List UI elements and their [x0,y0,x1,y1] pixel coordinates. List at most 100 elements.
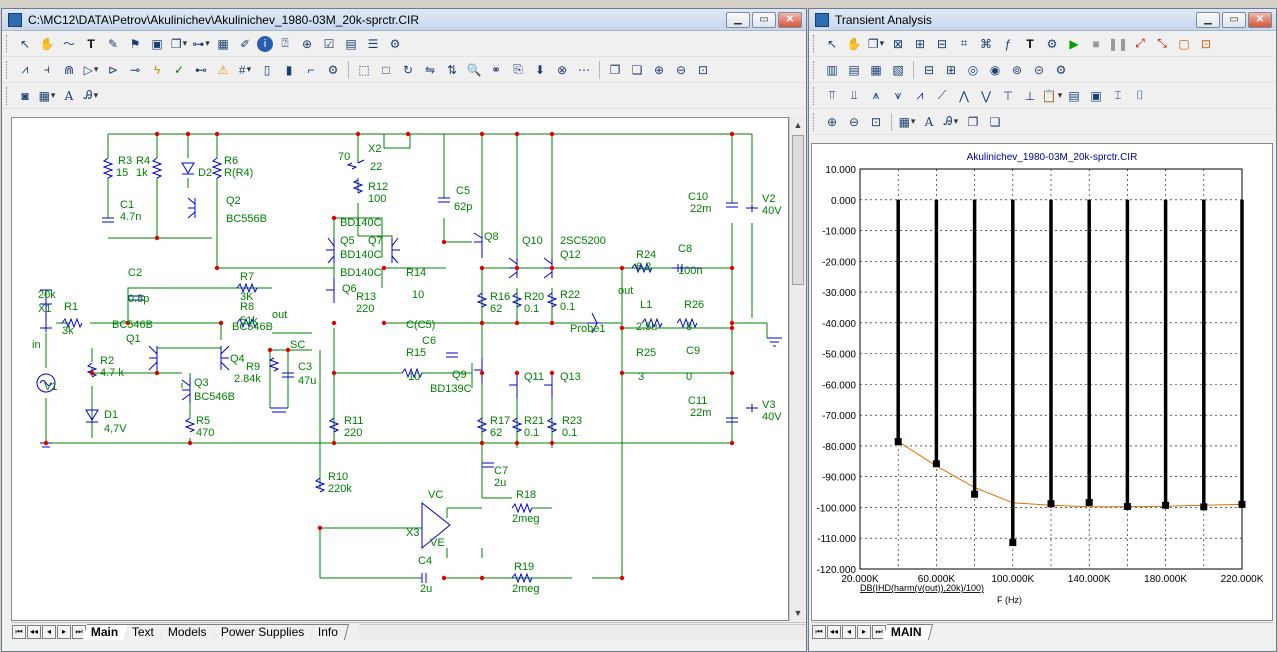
select-region-icon[interactable]: ⬚ [358,62,370,77]
help-icon[interactable]: ⍰ [281,36,289,50]
copy-icon[interactable]: ❐ [169,34,189,54]
box-icon[interactable]: □ [382,62,390,77]
zoom-y-icon[interactable]: ⊚ [1011,62,1023,77]
scale-y-icon[interactable]: ⊟ [936,36,948,51]
capacitor-icon[interactable]: ⫞ [43,62,50,76]
flip-x-icon[interactable]: ⇋ [424,62,436,77]
maximize-button[interactable]: ▭ [752,11,776,28]
grid-h-icon[interactable]: ▥ [826,62,838,77]
bottom-icon[interactable]: ⊥ [1024,88,1036,103]
global-high-icon[interactable]: ⋀ [959,88,969,103]
pause-icon[interactable]: ❚❚ [1107,36,1129,51]
grid-v-icon[interactable]: ▤ [848,62,860,77]
down-icon[interactable]: ⬇ [534,62,546,77]
first-page-icon[interactable]: ⏮ [12,625,26,639]
warning-icon[interactable]: ⚠ [217,62,229,77]
brush-icon[interactable]: ✐ [239,36,251,51]
cursor-mode-icon[interactable]: ⌶ [1114,88,1122,102]
highlight-icon[interactable]: Ꭿ [81,86,101,106]
stop-icon[interactable]: ■ [1092,36,1100,51]
minimize-button[interactable]: ▁ [726,11,750,28]
grid-major-icon[interactable]: ▧ [892,62,904,77]
close-button[interactable]: ✕ [778,11,802,28]
analysis-minimize-button[interactable]: ▁ [1196,11,1220,28]
high-icon[interactable]: ⩚ [872,88,880,102]
properties-icon[interactable]: ⚙ [327,62,339,77]
scale-x-icon[interactable]: ⊞ [914,36,926,51]
node-icon[interactable]: ⊶ [191,34,211,54]
resistor-icon[interactable]: ⩘ [21,62,29,76]
hand-icon[interactable]: ✋ [39,36,55,51]
analysis-copy-icon[interactable]: ❐ [866,34,886,54]
zoom-x-icon[interactable]: ◉ [989,62,1001,77]
source-icon[interactable]: ⊸ [129,62,141,77]
schematic-vscrollbar[interactable]: ▲ ▼ [789,117,806,621]
analysis-pointer-icon[interactable]: ↖ [826,36,838,51]
counter-icon[interactable]: ▣ [1090,88,1102,103]
arrow-pointer-icon[interactable]: ↖ [19,36,31,51]
lightning-icon[interactable]: ϟ [153,62,161,77]
layout-icon[interactable]: ▦ [37,86,57,106]
prev-fast-icon[interactable]: ◂◂ [27,625,41,639]
page-break-icon[interactable]: ⎘ [513,62,523,76]
tag2-icon[interactable]: ⌘ [980,36,992,51]
analysis-hand-icon[interactable]: ✋ [846,36,862,51]
list-icon[interactable]: ☰ [367,36,379,51]
schematic-titlebar[interactable]: C:\MC12\DATA\Petrov\Akulinichev\Akulinic… [2,9,806,31]
scroll-up-arrow-icon[interactable]: ▲ [793,120,803,130]
analysis-prev-page-icon[interactable]: ◂ [842,625,856,639]
stepping-icon[interactable]: ⤢ [1135,36,1145,50]
analysis-last-page-icon[interactable]: ⏭ [872,625,886,639]
schematic-hscrollbar[interactable] [359,624,806,640]
peak-icon[interactable]: ⫪ [828,88,836,102]
analysis-highlight-icon[interactable]: Ꭿ [941,112,961,132]
grid-minor-icon[interactable]: ▦ [870,62,882,77]
formula-icon[interactable]: ƒ [1004,36,1012,51]
frame-icon[interactable]: ▢ [1178,36,1190,51]
info-icon[interactable]: i [257,35,273,52]
cursor-mode2-icon[interactable]: ⌷ [1136,88,1144,102]
clipboard-icon[interactable]: 📋 [1042,86,1062,106]
tab-info[interactable]: Info [310,624,350,640]
cancel-icon[interactable]: ⊗ [556,62,568,77]
analysis-prev-fast-icon[interactable]: ◂◂ [827,625,841,639]
analysis-font-icon[interactable]: A [924,114,934,129]
grid-icon[interactable]: # [235,60,255,80]
flip-y-icon[interactable]: ⇅ [446,62,458,77]
analysis-settings-icon[interactable]: ⚙ [1055,62,1067,77]
analysis-next-page-icon[interactable]: ▸ [857,625,871,639]
zoom-in-icon[interactable]: ⊕ [653,62,665,77]
zoom-out-icon[interactable]: ⊖ [675,62,687,77]
copy-page-icon[interactable]: ❐ [609,62,621,77]
zoom-region-icon[interactable]: ◎ [967,62,979,77]
analysis-zoom-out-icon[interactable]: ⊖ [848,114,860,129]
binoculars-icon[interactable]: ⚭ [490,62,502,77]
scale-icon[interactable]: ⊠ [892,36,904,51]
more-icon[interactable]: ⋯ [578,62,590,77]
globe-icon[interactable]: ⊕ [301,36,313,51]
play-icon[interactable]: ▶ [1069,36,1079,51]
global-low-icon[interactable]: ⋁ [981,88,991,103]
wire-icon[interactable]: 〜 [62,37,75,51]
top-icon[interactable]: ⊤ [1002,88,1014,103]
analysis-properties-icon[interactable]: ⚙ [1046,36,1058,51]
zoom-fit-icon[interactable]: ⊡ [697,62,709,77]
page-icon[interactable]: ▯ [263,62,271,77]
zoom-reset-icon[interactable]: ⊝ [1033,62,1045,77]
tab-main[interactable]: Main [82,624,130,640]
tab-power-supplies[interactable]: Power Supplies [212,624,316,640]
camera-icon[interactable]: ◙ [21,88,29,103]
page-settings-icon[interactable]: ▮ [285,62,293,77]
next-page-icon[interactable]: ▸ [57,625,71,639]
stepping2-icon[interactable]: ⤡ [1157,36,1167,50]
plot-area[interactable]: Akulinichev_1980-03M_20k-sprctr.CIR 10.0… [811,143,1273,621]
text-tool-icon[interactable]: T [87,36,95,51]
scroll-down-arrow-icon[interactable]: ▼ [793,608,803,618]
analysis-zoom-in-icon[interactable]: ⊕ [826,114,838,129]
transistor-icon[interactable]: ⊳ [107,62,119,77]
pen-icon[interactable]: ✎ [107,36,119,51]
report-icon[interactable]: ▤ [345,36,357,51]
inflection-icon[interactable]: ⩘ [916,88,924,102]
separate-icon[interactable]: ⊟ [923,62,935,77]
